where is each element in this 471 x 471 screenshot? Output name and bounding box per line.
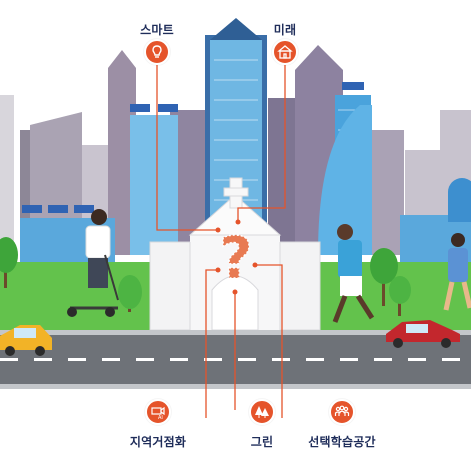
label-green: 그린 (250, 435, 274, 449)
ai-camera-icon: AI (145, 399, 171, 425)
question-mark: ? (219, 224, 253, 292)
label-future: 미래 (273, 23, 297, 37)
people-group-icon (329, 399, 355, 425)
scooter-rider (67, 209, 119, 317)
lightbulb-icon (144, 39, 170, 65)
curved-tower (318, 105, 372, 255)
red-car (386, 320, 460, 348)
runner (443, 233, 471, 311)
label-smart: 스마트 (140, 23, 174, 37)
connector-dots (215, 219, 258, 295)
school-building-icon (272, 39, 298, 65)
label-regional: 지역거점화 (129, 435, 187, 449)
trees (0, 237, 411, 316)
svg-text:AI: AI (158, 415, 163, 420)
trees-icon (249, 399, 275, 425)
road-markings (0, 358, 460, 361)
walking-person (332, 224, 375, 323)
glass-building-mid (130, 115, 178, 255)
label-elective: 선택학습공간 (308, 435, 376, 449)
yellow-car (0, 325, 52, 356)
solar-panels (22, 82, 364, 213)
connector-lines (156, 64, 286, 418)
